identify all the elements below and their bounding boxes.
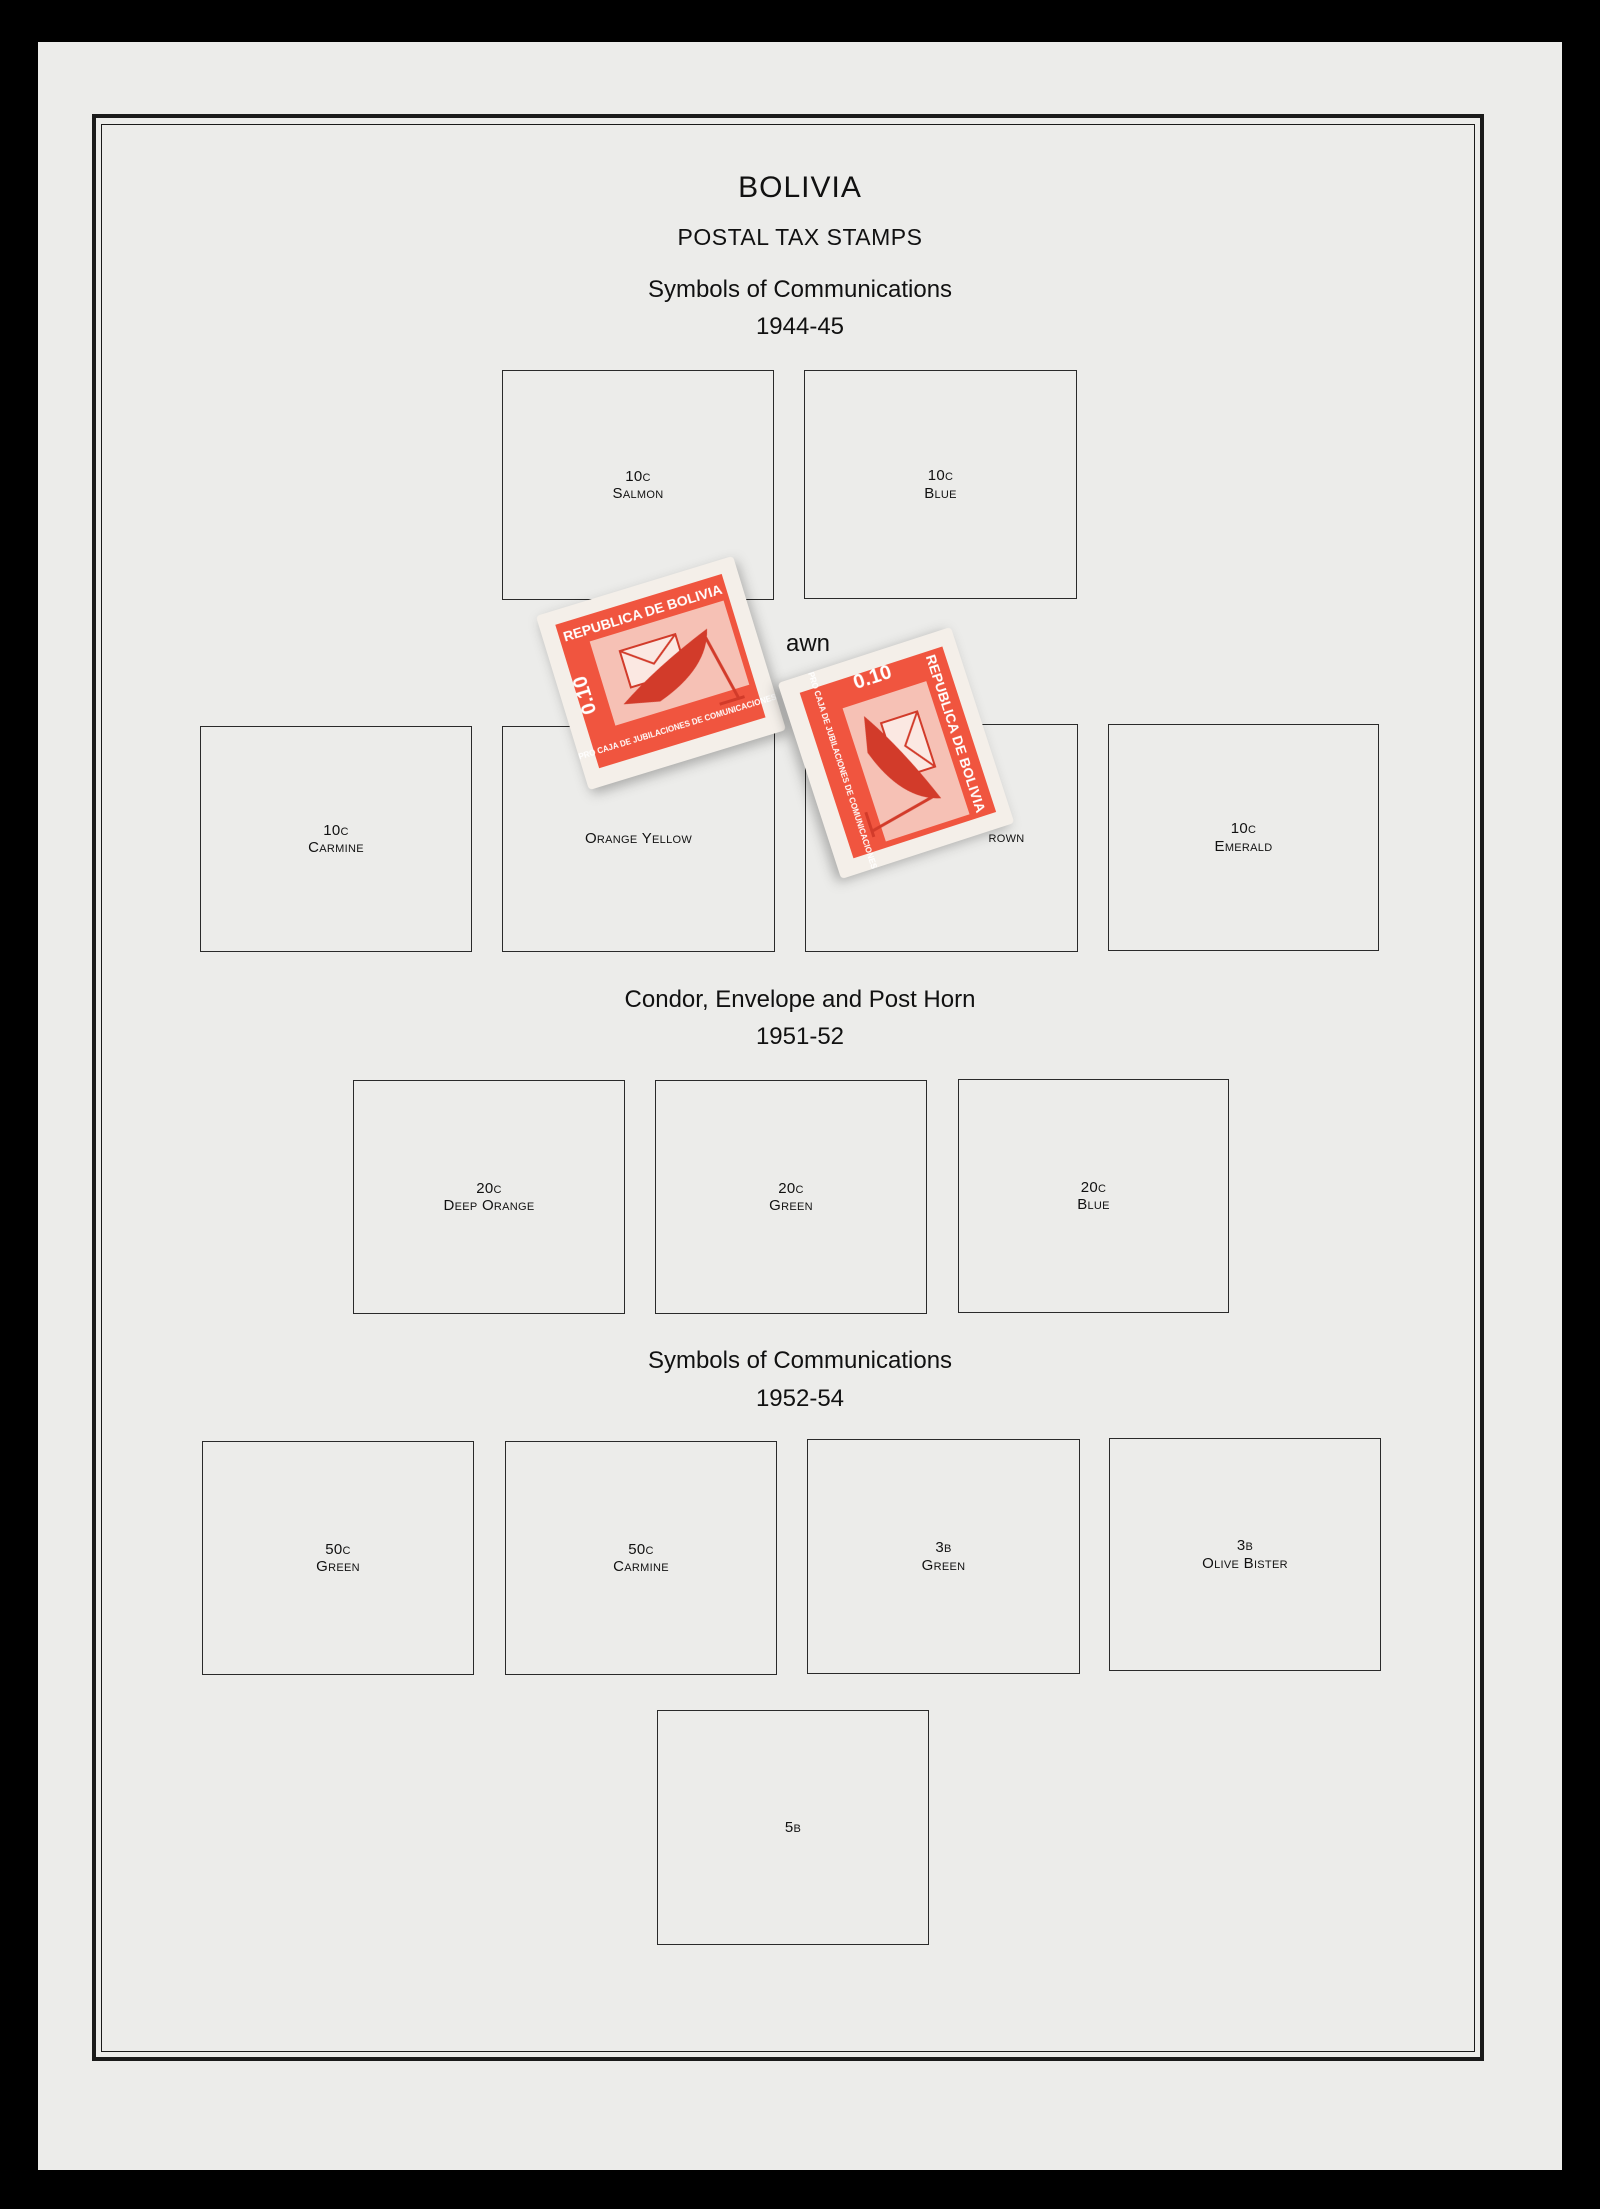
stamp-space[interactable]: 10c Emerald — [1108, 724, 1379, 951]
set-years-4: 1952-54 — [755, 1385, 845, 1412]
stamp-denomination: 10c — [927, 467, 954, 485]
stamp-denomination: 5b — [784, 1818, 802, 1836]
country-title: BOLIVIA — [738, 171, 862, 204]
post-horn-icon — [623, 628, 708, 705]
set-years-3: 1951-52 — [755, 1023, 845, 1050]
stamp-color: Olive Bister — [1202, 1554, 1288, 1572]
stamp-denomination: 50c — [325, 1540, 351, 1558]
album-page: BOLIVIA POSTAL TAX STAMPS Symbols of Com… — [38, 42, 1562, 2170]
set-title-4: Symbols of Communications — [647, 1347, 953, 1374]
set-title-3: Condor, Envelope and Post Horn — [624, 986, 976, 1013]
stamp-color: Orange Yellow — [584, 830, 693, 848]
stamp-color: Green — [769, 1197, 813, 1214]
stamp-denomination: 10c — [625, 467, 651, 485]
stamp-color: rown — [988, 829, 1025, 847]
section-title: POSTAL TAX STAMPS — [677, 224, 923, 250]
stamp-color: Green — [921, 1556, 966, 1574]
post-horn-icon — [864, 716, 942, 799]
stamp-denomination: 10c — [1230, 820, 1257, 838]
outer-page-border — [92, 114, 1484, 2061]
loose-stamp-2[interactable]: REPUBLICA DE BOLIVIA 0.10 PRO CAJA DE JU… — [778, 627, 1015, 879]
stamp-space[interactable]: 3b Green — [807, 1439, 1080, 1674]
stamp-color: Salmon — [612, 485, 664, 502]
radio-tower-icon — [704, 636, 745, 706]
set-years-1: 1944-45 — [755, 313, 845, 340]
set-title-2-fragment: awn — [786, 630, 831, 657]
stamp-space[interactable]: 20c Blue — [958, 1079, 1229, 1313]
stamp-denomination: 20c — [476, 1179, 502, 1197]
stamp-color: Carmine — [308, 839, 364, 856]
stamp-space[interactable]: 3b Olive Bister — [1109, 1438, 1381, 1671]
stamp-space[interactable]: 20c Green — [655, 1080, 927, 1314]
stamp-denomination: 3b — [935, 1539, 952, 1557]
stamp-space[interactable]: 5b — [657, 1710, 929, 1945]
stamp-space[interactable]: 20c Deep Orange — [353, 1080, 625, 1314]
stamp-space[interactable]: 10c Blue — [804, 370, 1077, 599]
stamp-space[interactable]: 50c Green — [202, 1441, 474, 1675]
stamp-color: Emerald — [1214, 837, 1273, 855]
stamp-denomination: 10c — [323, 821, 349, 839]
stamp-denomination: 3b — [1236, 1537, 1254, 1555]
stamp-color: Blue — [1077, 1196, 1110, 1213]
stamp-space[interactable]: 10c Carmine — [200, 726, 472, 952]
stamp-color: Blue — [924, 484, 957, 502]
stamp-denomination: 50c — [628, 1540, 654, 1558]
inner-page-border — [101, 124, 1475, 2052]
radio-tower-icon — [864, 795, 934, 838]
loose-stamp-1[interactable]: REPUBLICA DE BOLIVIA 0.10 PRO CAJA DE JU… — [536, 556, 786, 790]
stamp-color: Carmine — [613, 1558, 669, 1575]
stamp-space[interactable]: 50c Carmine — [505, 1441, 777, 1675]
set-title-1: Symbols of Communications — [647, 276, 953, 303]
stamp-color: Green — [316, 1558, 360, 1575]
stamp-color: Deep Orange — [443, 1197, 535, 1214]
stamp-denomination: 20c — [778, 1179, 804, 1197]
stamp-denomination: 20c — [1080, 1178, 1107, 1196]
